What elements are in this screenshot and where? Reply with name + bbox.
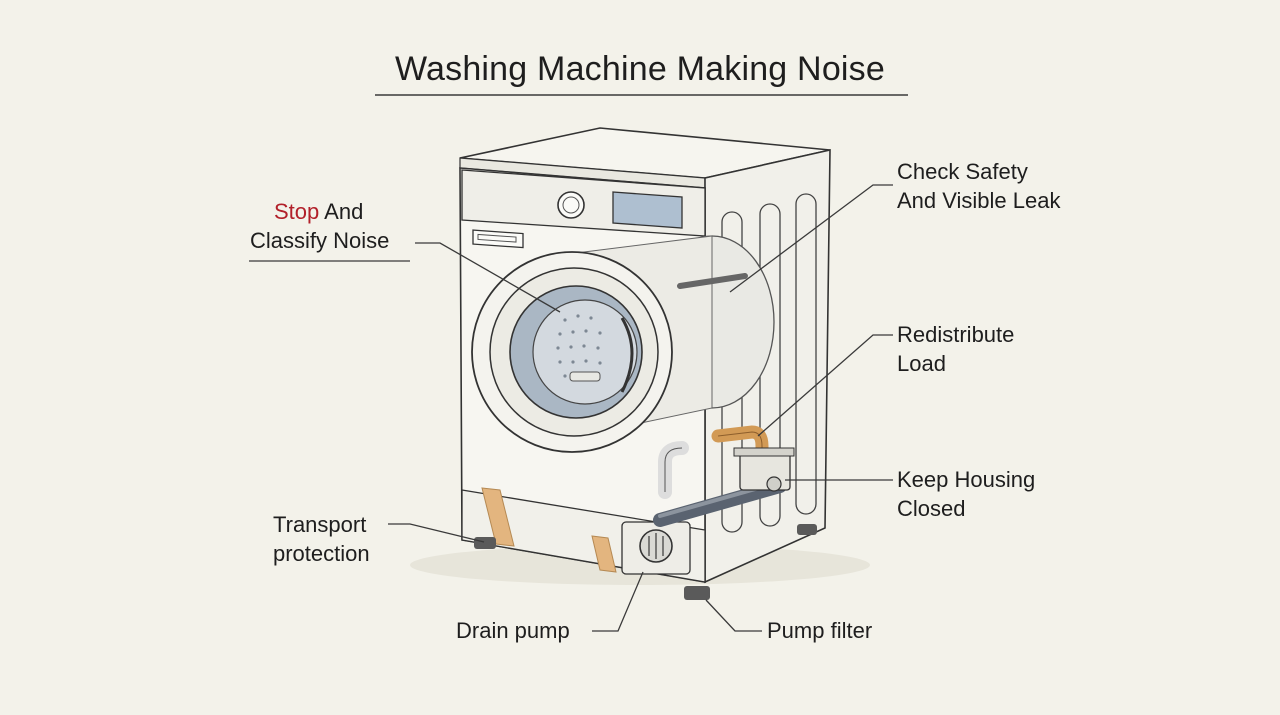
label-transport-protection: Transport protection — [273, 510, 370, 568]
page-title: Washing Machine Making Noise — [394, 50, 885, 88]
front-right-foot — [684, 586, 710, 600]
drain-hose — [653, 479, 787, 527]
stop-rest: And — [319, 199, 364, 224]
label-check-safety-line1: Check Safety — [897, 159, 1028, 184]
stop-highlight: Stop — [274, 199, 320, 224]
redistribute-leader — [757, 334, 893, 437]
detergent-drawer-slot — [477, 233, 517, 243]
front-left-foot — [474, 537, 496, 549]
pump-motor-bracket — [733, 447, 795, 457]
label-redistribute-load: Redistribute Load — [897, 320, 1014, 378]
drum-paddle — [569, 371, 601, 382]
label-redistribute-line2: Load — [897, 351, 946, 376]
pump-filter-leader — [705, 599, 762, 632]
label-stop-and-classify-line2: Classify Noise — [250, 228, 390, 253]
label-redistribute-line1: Redistribute — [897, 322, 1015, 347]
side-rib — [795, 193, 817, 515]
label-keep-housing-closed: Keep Housing Closed — [897, 465, 1035, 523]
label-check-safety: Check Safety And Visible Leak — [897, 157, 1061, 215]
pump-motor-joint — [766, 476, 782, 492]
back-right-foot — [797, 524, 817, 535]
display-panel — [612, 191, 683, 229]
transport-tape — [591, 535, 617, 573]
label-check-safety-line2: And Visible Leak — [897, 188, 1061, 213]
label-transport-line2: protection — [273, 541, 370, 566]
drum-baffle — [677, 273, 748, 289]
drum-inside — [532, 299, 638, 405]
pump-filter-ribs — [648, 533, 664, 559]
transport-leader — [388, 523, 485, 543]
label-stop-and-classify-line1: Stop And — [250, 197, 389, 226]
check-safety-leader — [729, 184, 893, 293]
white-hose-outline — [664, 447, 683, 492]
label-pump-filter: Pump filter — [767, 618, 873, 643]
door-handle — [620, 317, 634, 393]
label-keep-housing-line2: Closed — [897, 496, 966, 521]
label-drain-pump: Drain pump — [456, 618, 570, 643]
stop-classify-leader — [415, 242, 561, 313]
label-keep-housing-line1: Keep Housing — [897, 467, 1036, 492]
program-knob — [557, 191, 585, 219]
program-knob-center — [562, 196, 580, 214]
label-transport-line1: Transport — [273, 512, 367, 537]
transport-tape — [481, 487, 515, 547]
drain-pump-leader — [592, 571, 644, 632]
pump-motor — [739, 451, 791, 491]
label-stop-and-classify: Stop And Classify Noise — [250, 197, 389, 255]
